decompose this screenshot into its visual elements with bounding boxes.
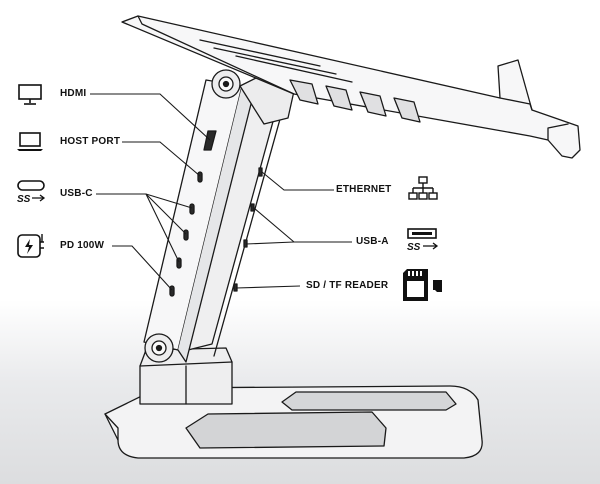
leader-usb-c-2 (145, 193, 187, 235)
laptop-icon (17, 132, 43, 151)
label-usb-a: USB-A (356, 236, 389, 247)
monitor-icon (18, 84, 42, 105)
leader-hdmi (90, 93, 211, 141)
label-usb-c: USB-C (60, 188, 93, 199)
sd-card-icon (403, 269, 442, 301)
network-icon (408, 176, 438, 200)
usb-a-ss-icon: SS (407, 228, 439, 253)
usb-c-ss-icon: SS (17, 180, 46, 205)
svg-text:SS: SS (407, 242, 421, 253)
power-delivery-icon (17, 234, 44, 258)
leader-usb-a-2 (245, 241, 295, 245)
leader-pd (112, 245, 173, 291)
top-tray (121, 15, 581, 159)
label-host-port: HOST PORT (60, 136, 121, 147)
label-pd: PD 100W (60, 240, 105, 251)
label-sd-reader: SD / TF READER (306, 280, 389, 291)
label-hdmi: HDMI (60, 88, 87, 99)
svg-text:SS: SS (17, 194, 31, 205)
leader-usb-a (253, 207, 352, 243)
leader-usb-c-3 (145, 193, 180, 263)
label-ethernet: ETHERNET (336, 184, 392, 195)
leader-ethernet (261, 171, 334, 191)
leader-sd (235, 285, 301, 289)
leader-host-port (122, 141, 201, 177)
